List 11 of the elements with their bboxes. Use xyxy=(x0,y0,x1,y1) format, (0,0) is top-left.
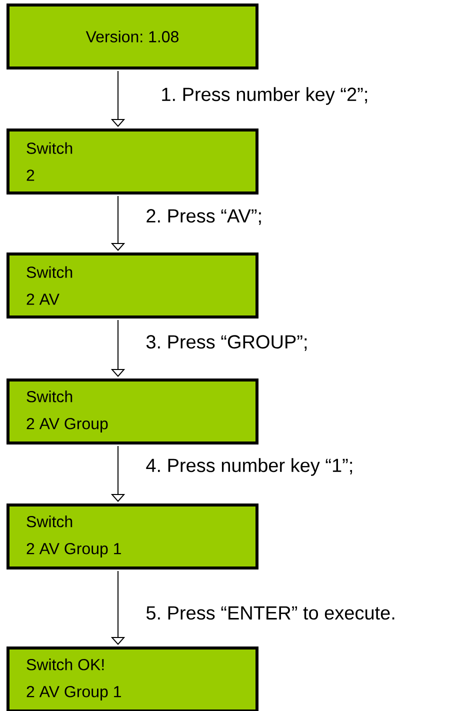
edge-label: 5. Press “ENTER” to execute. xyxy=(146,606,394,620)
lcd-screen-box: Version: 1.08 xyxy=(6,4,258,70)
lcd-screen-box: Switch 2 AV Group 1 xyxy=(6,504,258,570)
edge-label: 3. Press “GROUP”; xyxy=(146,335,307,351)
lcd-screen-box: Switch 2 AV Group xyxy=(6,378,258,444)
lcd-screen-box: Switch OK! 2 AV Group 1 xyxy=(6,646,258,711)
lcd-screen-box: Switch 2 xyxy=(6,128,258,194)
edge-label: 4. Press number key “1”; xyxy=(146,458,352,476)
edge-label: 2. Press “AV”; xyxy=(146,209,261,225)
edge-label: 1. Press number key “2”; xyxy=(162,87,367,105)
lcd-screen-box: Switch 2 AV xyxy=(6,252,258,318)
